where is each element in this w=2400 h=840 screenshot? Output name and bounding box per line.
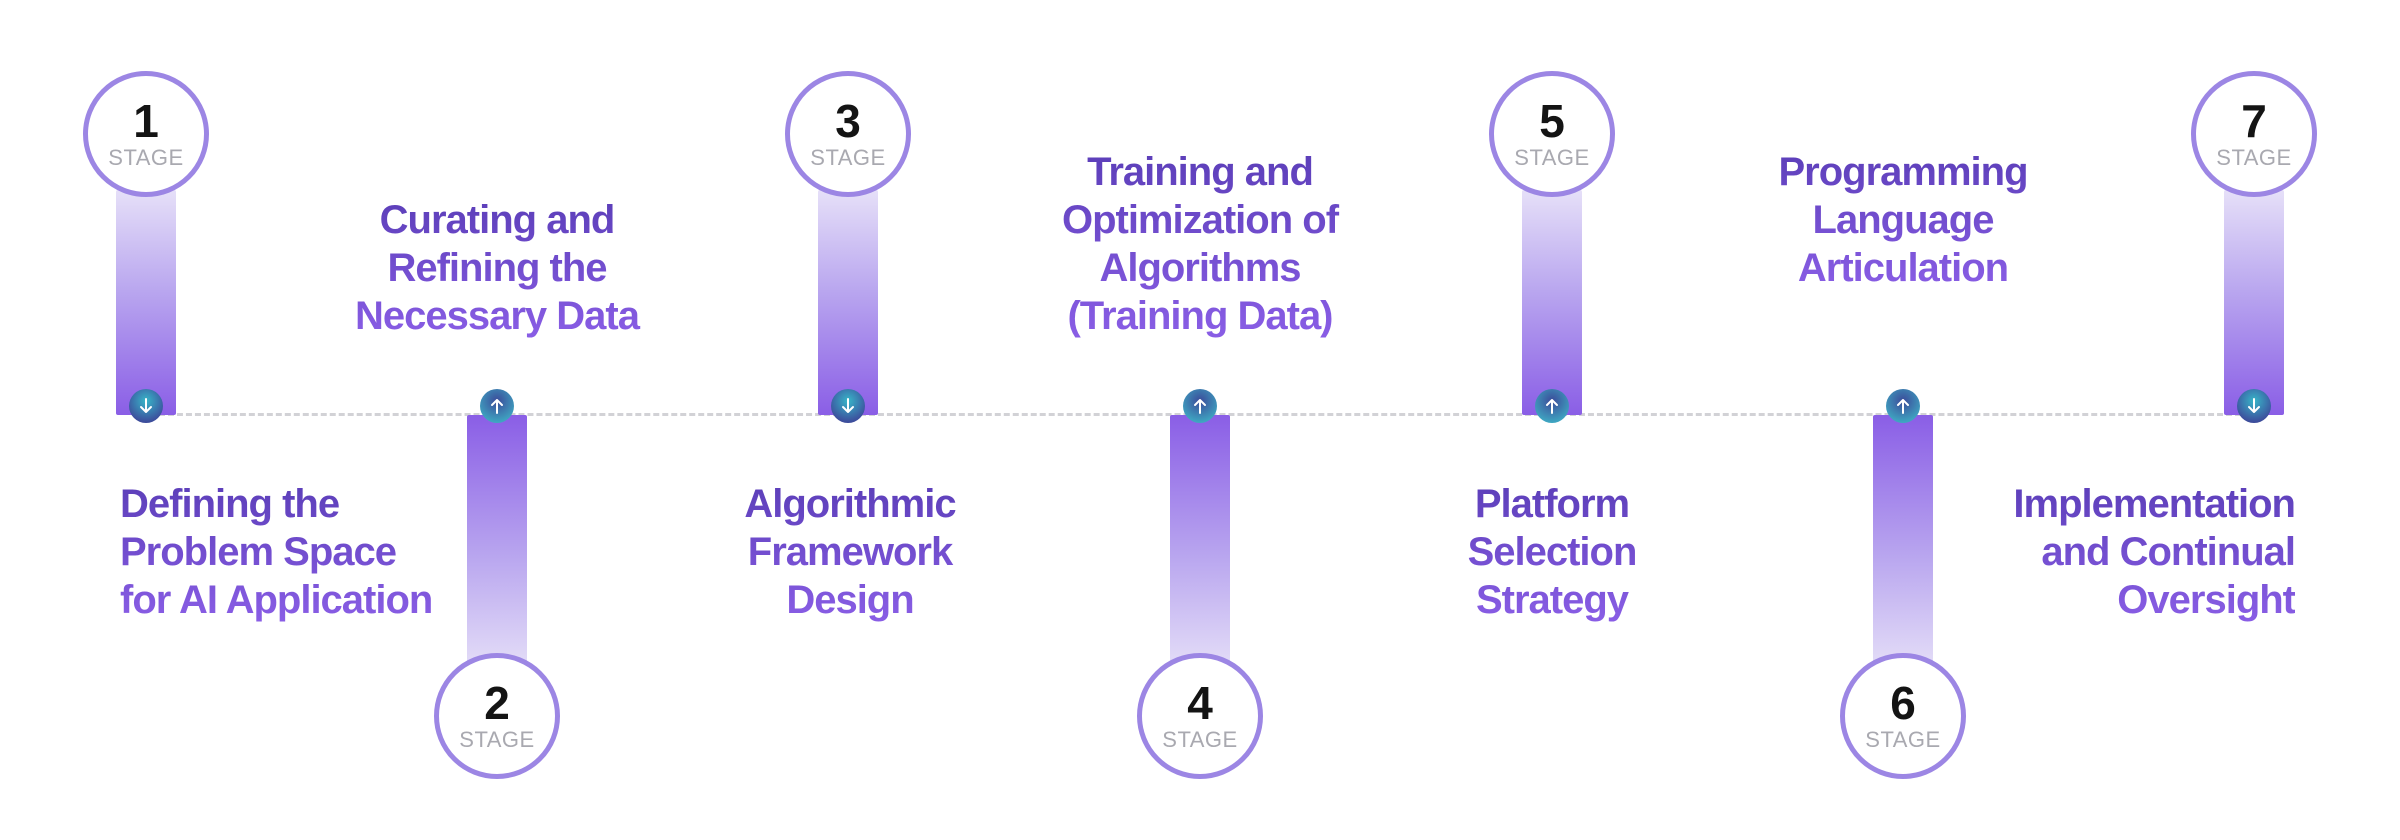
arrow-down-icon: [129, 389, 163, 423]
stage-caption: STAGE: [1162, 727, 1238, 752]
stage-number: 2: [484, 677, 510, 729]
stage-3-title: Algorithmic Framework Design: [680, 480, 1020, 624]
stage-7-title: Implementation and Continual Oversight: [1955, 480, 2296, 624]
stage-caption: STAGE: [1514, 145, 1590, 170]
stage-number: 4: [1187, 677, 1213, 729]
stage-6-title: Programming Language Articulation: [1733, 148, 2073, 292]
arrow-up-icon: [480, 389, 514, 423]
stage-6-bar: [1873, 415, 1933, 673]
arrow-down-icon: [831, 389, 865, 423]
arrow-up-icon: [1535, 389, 1569, 423]
stage-number: 1: [133, 95, 159, 147]
stage-4-bar: [1170, 415, 1230, 673]
stage-3-bar: [818, 190, 878, 415]
arrow-up-icon: [1183, 389, 1217, 423]
stage-1-title: Defining the Problem Space for AI Applic…: [120, 480, 460, 624]
stage-caption: STAGE: [108, 145, 184, 170]
arrow-down-icon: [2237, 389, 2271, 423]
stage-2-bar: [467, 415, 527, 673]
stage-caption: STAGE: [810, 145, 886, 170]
stage-1-bar: [116, 190, 176, 415]
stage-number: 5: [1539, 95, 1565, 147]
stage-caption: STAGE: [1865, 727, 1941, 752]
stage-caption: STAGE: [459, 727, 535, 752]
stage-7-bar: [2224, 190, 2284, 415]
stage-4-title: Training and Optimization of Algorithms …: [1030, 148, 1370, 340]
stage-number: 7: [2241, 95, 2267, 147]
stage-5-bar: [1522, 190, 1582, 415]
arrow-up-icon: [1886, 389, 1920, 423]
stage-2-title: Curating and Refining the Necessary Data: [327, 196, 667, 340]
stage-5-title: Platform Selection Strategy: [1382, 480, 1722, 624]
stage-number: 6: [1890, 677, 1916, 729]
stage-caption: STAGE: [2216, 145, 2292, 170]
stage-number: 3: [835, 95, 861, 147]
